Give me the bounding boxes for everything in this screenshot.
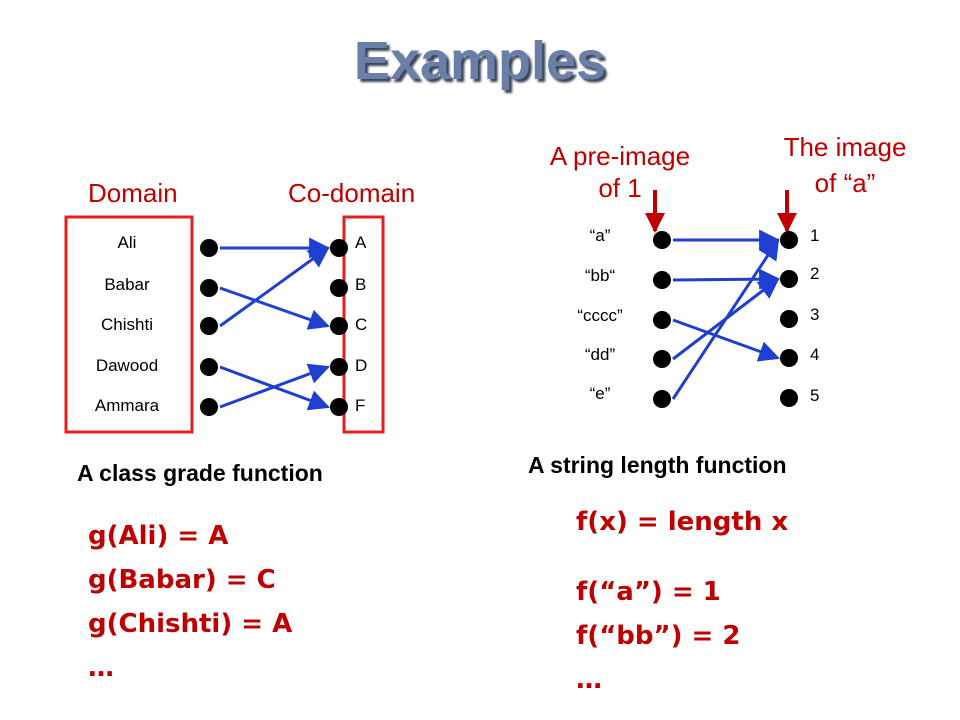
mapping-arrow <box>219 286 330 330</box>
mapping-arrow <box>219 246 330 328</box>
string-dot <box>653 231 671 249</box>
formula-line: g(Chishti) = A <box>88 609 293 639</box>
mapping-arrow <box>672 318 780 362</box>
formula-line: f(“a”) = 1 <box>576 577 721 607</box>
codomain-dot <box>330 317 348 335</box>
domain-dot <box>200 239 218 257</box>
left-caption: A class grade function <box>77 460 323 486</box>
left-formulas: g(Ali) = A g(Babar) = C g(Chishti) = A … <box>88 514 292 690</box>
codomain-dot <box>330 398 348 416</box>
preimage-label-line: A pre-image <box>549 141 691 171</box>
image-label-line: The image <box>783 132 907 162</box>
length-item: 5 <box>810 386 820 405</box>
string-dot <box>653 390 671 408</box>
length-dot <box>780 349 798 367</box>
string-item: “cccc” <box>577 306 623 325</box>
domain-item: Babar <box>104 275 150 294</box>
codomain-dot <box>330 279 348 297</box>
domain-item: Ali <box>117 233 137 252</box>
codomain-item: D <box>355 356 368 375</box>
codomain-dot <box>330 239 348 257</box>
string-dot <box>653 271 671 289</box>
length-item: 1 <box>810 226 820 245</box>
length-item: 2 <box>810 264 820 283</box>
domain-dot <box>200 279 218 297</box>
grade-mapping <box>200 237 348 416</box>
string-item: “bb“ <box>584 266 616 285</box>
codomain-item: F <box>355 396 366 415</box>
codomain-item: B <box>355 275 367 294</box>
codomain-dot <box>330 358 348 376</box>
formula-line: … <box>88 653 114 683</box>
formula-line: … <box>576 665 602 695</box>
preimage-label: A pre-image of 1 <box>520 140 720 204</box>
length-dot <box>780 310 798 328</box>
domain-dot <box>200 398 218 416</box>
formula-line: f(“bb”) = 2 <box>576 621 741 651</box>
string-item: “a” <box>589 226 611 245</box>
codomain-label: Co-domain <box>288 178 416 208</box>
mapping-arrow <box>671 238 780 400</box>
formula-line: g(Babar) = C <box>88 565 276 595</box>
domain-item: Chishti <box>101 315 153 334</box>
mapping-arrow <box>672 268 781 290</box>
right-caption: A string length function <box>528 452 787 478</box>
slide-title: Examples <box>353 31 607 91</box>
domain-item: Dawood <box>95 356 159 375</box>
string-item: “dd” <box>584 345 616 364</box>
domain-box <box>64 215 194 434</box>
length-mapping <box>653 229 798 408</box>
length-item: 3 <box>810 305 820 324</box>
string-item: “e” <box>589 384 611 403</box>
domain-label: Domain <box>88 178 178 208</box>
definition: f(x) = length x <box>576 507 789 537</box>
image-label-line: of “a” <box>814 168 876 198</box>
codomain-item: A <box>355 233 367 252</box>
length-dot <box>780 231 798 249</box>
string-dot <box>653 311 671 329</box>
length-dot <box>780 270 798 288</box>
string-dot <box>653 350 671 368</box>
domain-item: Ammara <box>94 396 160 415</box>
length-item: 4 <box>810 345 820 364</box>
right-formulas: f(“a”) = 1 f(“bb”) = 2 … <box>576 570 740 702</box>
codomain-item: C <box>355 315 368 334</box>
domain-dot <box>200 317 218 335</box>
preimage-label-line: of 1 <box>598 173 642 203</box>
formula-line: g(Ali) = A <box>88 521 229 551</box>
length-dot <box>780 389 798 407</box>
domain-dot <box>200 358 218 376</box>
image-label: The image of “a” <box>750 129 940 201</box>
mapping-arrow <box>219 363 330 409</box>
codomain-box <box>342 215 385 434</box>
